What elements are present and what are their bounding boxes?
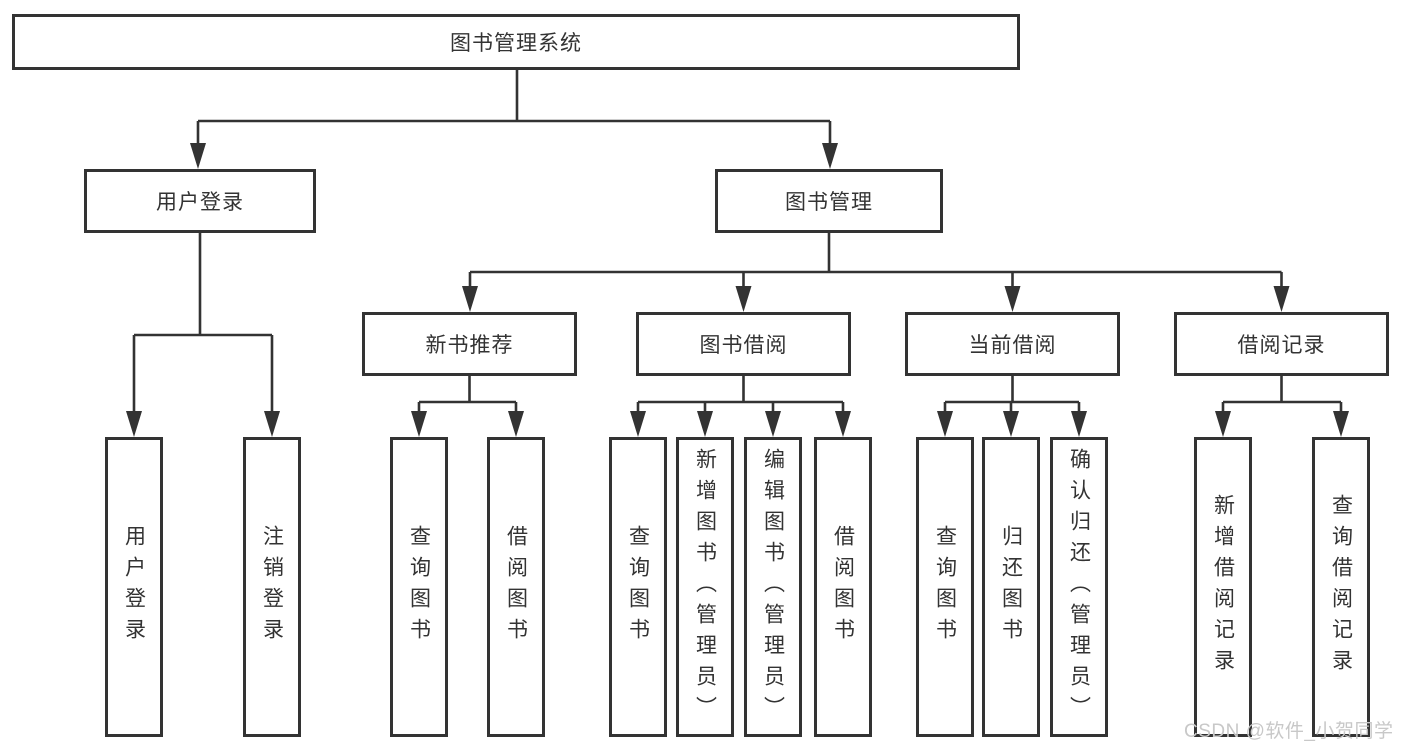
leaf-add-borrow-record: 新增借阅记录: [1194, 437, 1252, 737]
leaf-query-books-recommend: 查询图书: [390, 437, 448, 737]
node-user-login: 用户登录: [84, 169, 316, 233]
node-new-book-recommend: 新书推荐: [362, 312, 577, 376]
node-book-management: 图书管理: [715, 169, 943, 233]
leaf-add-book-admin: 新增图书（管理员）: [676, 437, 734, 737]
leaf-borrow-books: 借阅图书: [814, 437, 872, 737]
node-library-system: 图书管理系统: [12, 14, 1020, 70]
connector-segments: [134, 70, 1341, 404]
leaf-confirm-return-admin: 确认归还（管理员）: [1050, 437, 1108, 737]
leaf-user-login: 用户登录: [105, 437, 163, 737]
leaf-query-borrow-record: 查询借阅记录: [1312, 437, 1370, 737]
node-current-borrow: 当前借阅: [905, 312, 1120, 376]
leaf-borrow-books-recommend: 借阅图书: [487, 437, 545, 737]
leaf-return-books: 归还图书: [982, 437, 1040, 737]
node-borrow-records: 借阅记录: [1174, 312, 1389, 376]
leaf-query-books-borrow: 查询图书: [609, 437, 667, 737]
leaf-logout: 注销登录: [243, 437, 301, 737]
leaf-query-books-current: 查询图书: [916, 437, 974, 737]
watermark-text: CSDN @软件_小贺同学: [1184, 721, 1394, 742]
node-book-borrow: 图书借阅: [636, 312, 851, 376]
arrowheads: [126, 143, 1349, 437]
leaf-edit-book-admin: 编辑图书（管理员）: [744, 437, 802, 737]
arrow-shafts: [132, 121, 1343, 428]
